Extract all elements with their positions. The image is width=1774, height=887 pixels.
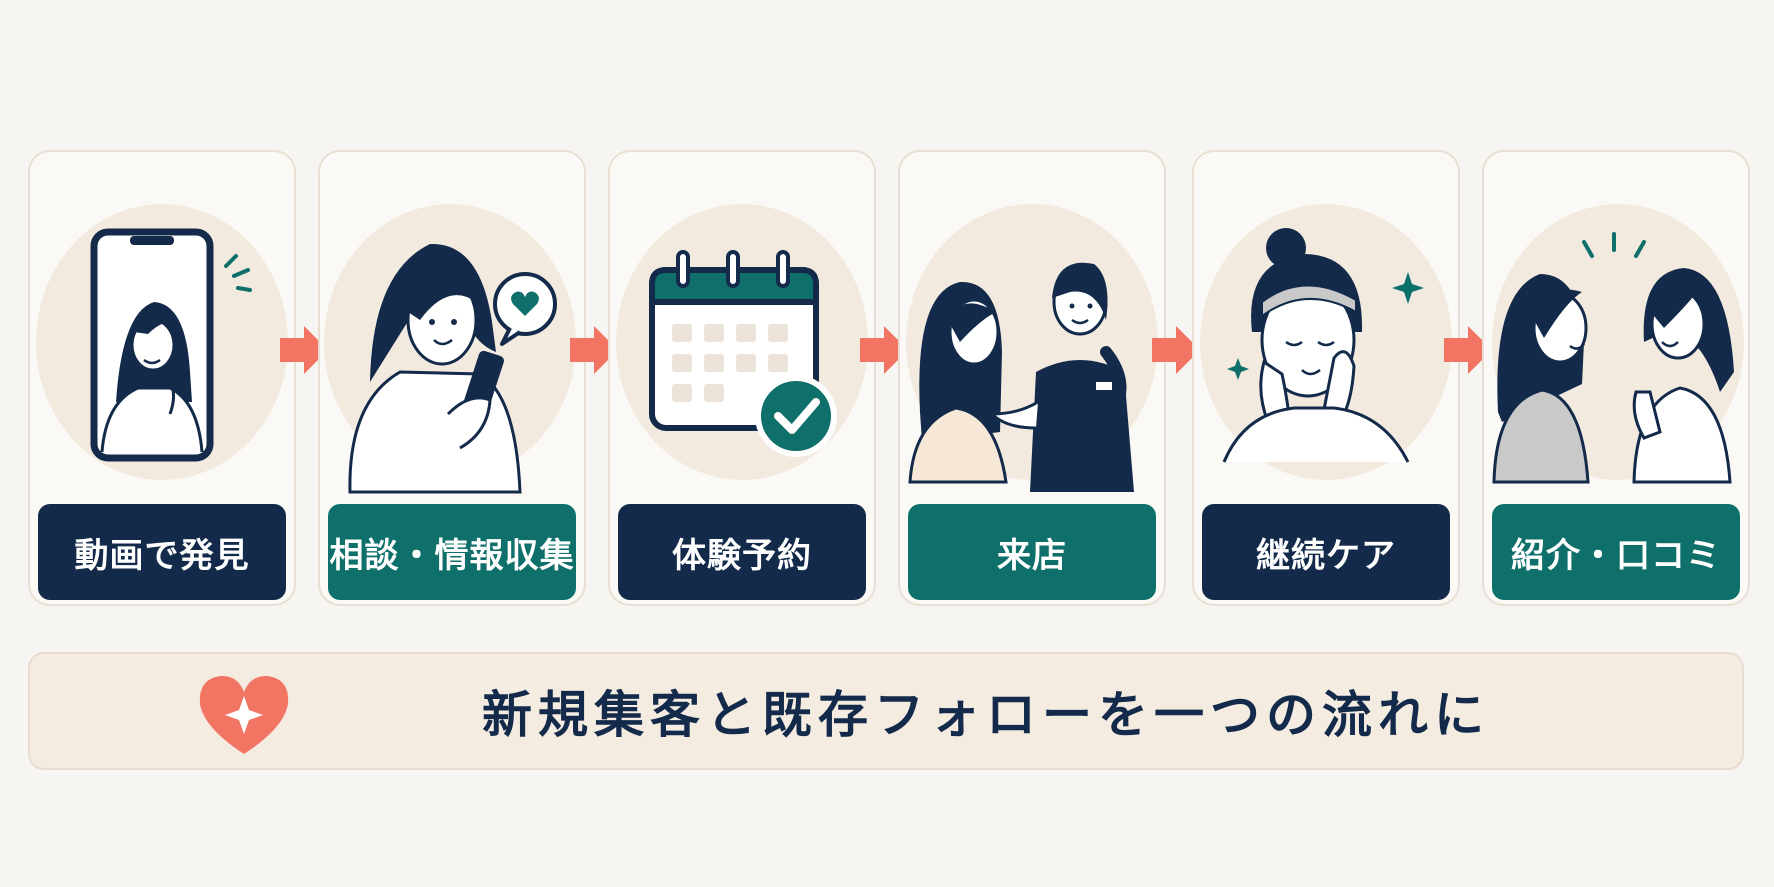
summary-text: 新規集客と既存フォローを一つの流れに <box>482 686 1490 744</box>
arrow-right-icon <box>280 326 328 374</box>
step-label-1: 動画で発見 <box>38 504 286 600</box>
arrow-right-icon <box>860 326 908 374</box>
arrow-right-icon <box>1152 326 1200 374</box>
word-of-mouth-icon <box>1492 204 1744 484</box>
step-card-2: 相談・情報収集 <box>318 150 586 606</box>
smartphone-chat-icon <box>324 204 576 494</box>
step-label-6: 紹介・口コミ <box>1492 504 1740 600</box>
step-card-4: 来店 <box>898 150 1166 606</box>
step-card-5: 継続ケア <box>1192 150 1460 606</box>
arrow-right-icon <box>570 326 618 374</box>
salon-visit-icon <box>906 204 1158 492</box>
step-label-3: 体験予約 <box>618 504 866 600</box>
skin-care-icon <box>1200 204 1452 480</box>
process-flow: 動画で発見 相談・情報収集 <box>28 150 1750 606</box>
step-card-1: 動画で発見 <box>28 150 296 606</box>
step-label-2: 相談・情報収集 <box>328 504 576 600</box>
step-card-3: 体験予約 <box>608 150 876 606</box>
arrow-right-icon <box>1444 326 1492 374</box>
phone-video-icon <box>36 204 288 480</box>
heart-sparkle-icon <box>199 676 289 754</box>
calendar-check-icon <box>616 204 868 480</box>
step-card-6: 紹介・口コミ <box>1482 150 1750 606</box>
step-label-4: 来店 <box>908 504 1156 600</box>
step-label-5: 継続ケア <box>1202 504 1450 600</box>
summary-banner: 新規集客と既存フォローを一つの流れに <box>28 652 1744 770</box>
